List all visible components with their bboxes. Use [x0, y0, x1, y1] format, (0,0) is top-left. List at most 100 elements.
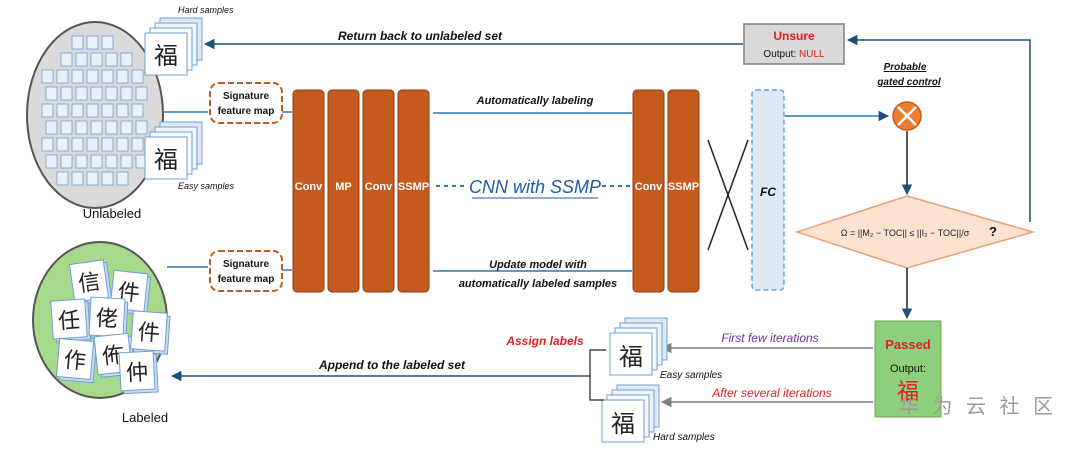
unlabeled-sample-tile: [45, 120, 58, 135]
unlabeled-sample-tile: [120, 154, 133, 169]
signature-feature-map-bottom: Signature feature map: [209, 250, 283, 292]
labeled-caption: Labeled: [122, 410, 168, 425]
unlabeled-sample-tile: [131, 137, 144, 152]
svg-text:feature map: feature map: [218, 106, 275, 117]
unlabeled-sample-tile: [60, 86, 73, 101]
hard-samples-stack-assigned: 福 Hard samples: [601, 384, 715, 443]
cross-line-2: [707, 139, 749, 251]
labeled-sample-glyph: 信: [77, 269, 102, 297]
easy-samples-stack-assigned: 福 Easy samples: [609, 317, 722, 381]
unlabeled-sample-tile: [90, 154, 103, 169]
decision-diamond: Ω = ||M₂ − TOC|| ≤ ||I₂ − TOC||/σ ?: [794, 195, 1036, 269]
unlabeled-sample-tile: [90, 86, 103, 101]
easy-samples-label-top: Easy samples: [178, 181, 235, 191]
unlabeled-sample-tile: [71, 171, 84, 186]
cnn-left-layer-label-3: SSMP: [398, 181, 429, 193]
auto-labeling-label: Automatically labeling: [476, 95, 594, 107]
unlabeled-pool: Unlabeled: [26, 21, 164, 221]
easy-sample-glyph-top: 福: [154, 147, 178, 174]
unlabeled-sample-tile: [101, 103, 114, 118]
labeled-sample-card: 佬: [88, 296, 129, 341]
return-back-label: Return back to unlabeled set: [338, 29, 503, 43]
labeled-sample-glyph: 仲: [125, 359, 148, 385]
unlabeled-sample-tile: [60, 52, 73, 67]
unlabeled-sample-tile: [135, 86, 148, 101]
labeled-samples: 信件任佬作佈件仲: [50, 259, 171, 395]
cnn-right-layer-1: [667, 89, 700, 293]
unlabeled-sample-tile: [131, 69, 144, 84]
unlabeled-sample-tile: [105, 52, 118, 67]
update-model-label-2: automatically labeled samples: [459, 278, 617, 290]
svg-text:Signature: Signature: [223, 259, 270, 270]
unlabeled-sample-tile: [86, 137, 99, 152]
cnn-left-layer-2: [362, 89, 395, 293]
unlabeled-sample-tile: [105, 86, 118, 101]
fc-layer: FC: [751, 89, 785, 291]
unlabeled-sample-tile: [86, 171, 99, 186]
unlabeled-sample-tile: [45, 86, 58, 101]
labeled-sample-glyph: 作: [63, 347, 87, 374]
unlabeled-sample-tile: [116, 103, 129, 118]
cnn-left-layer-label-2: Conv: [365, 181, 393, 193]
gate-title-1: Probable: [884, 62, 927, 73]
svg-text:Signature: Signature: [223, 91, 270, 102]
unlabeled-sample-tile: [71, 137, 84, 152]
assign-labels-label: Assign labels: [505, 334, 584, 348]
labeled-sample-glyph: 任: [57, 307, 81, 333]
unlabeled-sample-tile: [101, 171, 114, 186]
easy-samples-stack-top: 福 Easy samples: [144, 121, 235, 191]
unlabeled-sample-tile: [116, 171, 129, 186]
signature-feature-map-top: Signature feature map: [209, 82, 283, 124]
update-model-label-1: Update model with: [489, 259, 587, 271]
passed-output-label: Output:: [890, 363, 926, 375]
cnn-right-layer-label-0: Conv: [635, 181, 663, 193]
unlabeled-sample-tile: [86, 103, 99, 118]
labeled-sample-glyph: 件: [137, 319, 161, 345]
unlabeled-sample-tile: [86, 35, 99, 50]
unlabeled-sample-tile: [101, 137, 114, 152]
hard-samples-stack-top: 福 Hard samples: [144, 5, 234, 76]
unlabeled-sample-tile: [71, 69, 84, 84]
unlabeled-sample-tile: [71, 35, 84, 50]
cnn-left-layer-0: [292, 89, 325, 293]
unlabeled-sample-tile: [75, 120, 88, 135]
hard-sample-glyph-top: 福: [154, 43, 178, 70]
unlabeled-sample-tile: [41, 103, 54, 118]
unlabeled-sample-tile: [41, 69, 54, 84]
hard-samples-label-top: Hard samples: [178, 5, 234, 15]
after-iterations-label: After several iterations: [711, 386, 831, 400]
labeled-sample-card: 信: [68, 259, 113, 306]
cnn-left-layer-1: [327, 89, 360, 293]
probable-gated-control: Probable gated control: [876, 62, 941, 131]
labeled-sample-card: 仲: [118, 350, 159, 395]
watermark-text: 华 为 云 社 区: [899, 395, 1057, 418]
cnn-left-layer-label-1: MP: [335, 181, 352, 193]
labeled-sample-card: 作: [55, 338, 97, 384]
append-label: Append to the labeled set: [318, 358, 466, 372]
unlabeled-sample-tile: [116, 137, 129, 152]
passed-box: Passed Output: 福: [874, 320, 942, 418]
unlabeled-sample-tile: [135, 120, 148, 135]
svg-text:feature map: feature map: [218, 274, 275, 285]
unlabeled-sample-tile: [131, 103, 144, 118]
labeled-sample-glyph: 佬: [95, 305, 118, 331]
labeled-pool: 信件任佬作佈件仲 Labeled: [32, 241, 171, 425]
passed-title: Passed: [885, 337, 931, 352]
hard-sample-glyph-assigned: 福: [611, 411, 635, 438]
unlabeled-sample-tile: [75, 52, 88, 67]
labeled-sample-card: 任: [50, 298, 92, 343]
unlabeled-sample-tile: [101, 35, 114, 50]
unlabeled-sample-tile: [56, 171, 69, 186]
cnn-with-ssmp-label: CNN with SSMP: [469, 177, 601, 197]
unlabeled-sample-tile: [105, 154, 118, 169]
unlabeled-sample-tile: [86, 69, 99, 84]
unlabeled-sample-tile: [90, 120, 103, 135]
unsure-output: Output: NULL: [763, 49, 825, 60]
unlabeled-sample-tile: [45, 154, 58, 169]
unlabeled-sample-tile: [56, 69, 69, 84]
unlabeled-sample-tile: [120, 52, 133, 67]
passed-output-glyph: 福: [897, 379, 919, 404]
easy-samples-label-assigned: Easy samples: [660, 370, 722, 381]
